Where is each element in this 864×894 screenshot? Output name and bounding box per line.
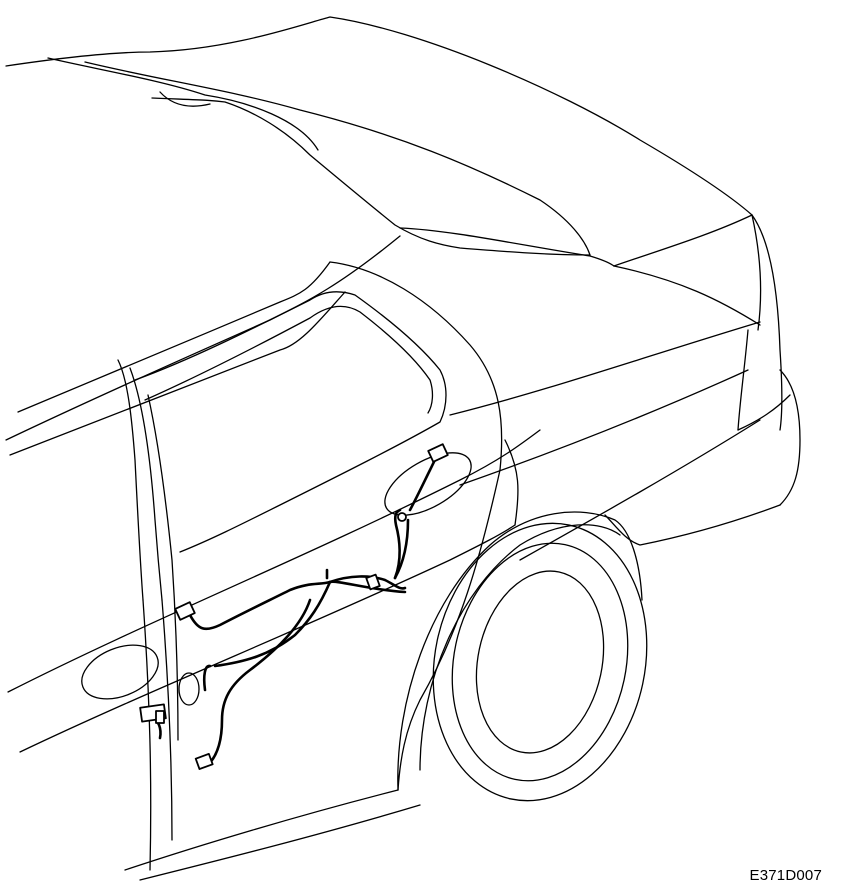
door-window-frame bbox=[134, 291, 447, 553]
harness-upper-branch bbox=[393, 508, 402, 580]
door-panel-lines bbox=[7, 429, 541, 881]
wheel-rim bbox=[475, 570, 605, 754]
harness-lower-branch bbox=[206, 598, 312, 767]
roof-and-rear-window bbox=[5, 16, 753, 267]
connector-handle bbox=[427, 443, 449, 463]
door-wiring-harness bbox=[148, 448, 442, 767]
connector-lower bbox=[194, 753, 214, 770]
door-handles bbox=[81, 452, 472, 706]
connector-upper-left bbox=[174, 601, 196, 621]
diagram-reference-code: E371D007 bbox=[749, 867, 822, 884]
tire-inner bbox=[451, 542, 629, 782]
tire-outer bbox=[432, 522, 648, 802]
front-door-handle bbox=[81, 644, 159, 700]
upper-body-lines bbox=[5, 235, 761, 561]
grommet bbox=[397, 512, 407, 522]
harness-main-run bbox=[188, 575, 407, 631]
connector-latch bbox=[365, 573, 381, 591]
harness-connectors bbox=[139, 443, 449, 770]
rear-door-lock-cylinder bbox=[178, 672, 200, 706]
rear-door-handle bbox=[384, 452, 472, 516]
pillar-and-door-edges bbox=[117, 359, 179, 871]
fender-arch bbox=[397, 511, 643, 791]
trunk-and-rear-corner bbox=[604, 214, 801, 546]
rear-wheel bbox=[397, 511, 648, 802]
